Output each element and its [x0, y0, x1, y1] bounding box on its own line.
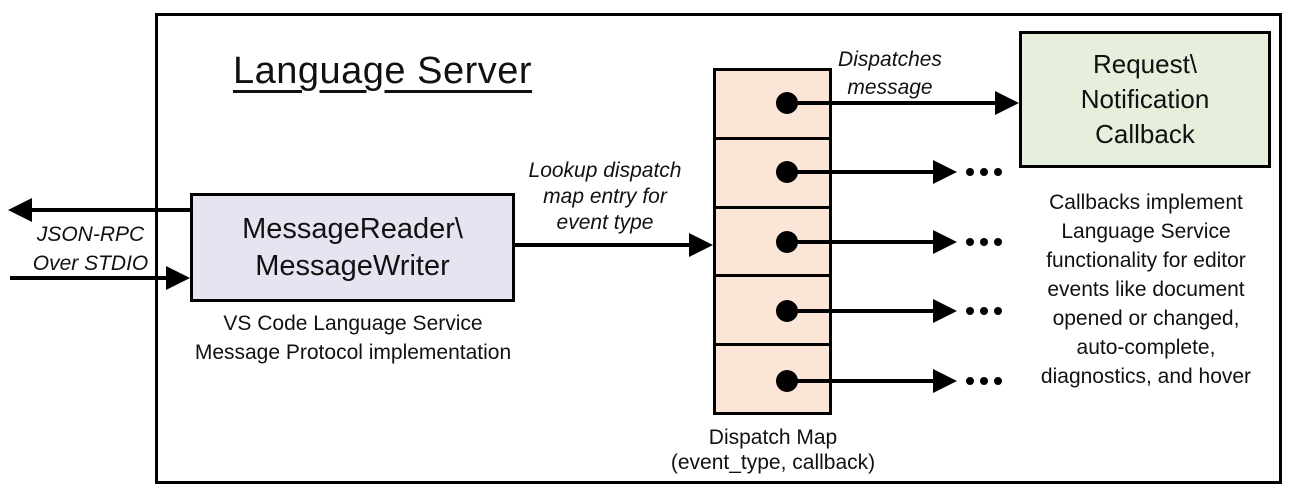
arrow-shaft — [515, 243, 690, 247]
callback-caption: Callbacks implement Language Service fun… — [1040, 191, 1252, 388]
dispatch-map-cell — [716, 277, 829, 347]
left-arrowhead-icon — [8, 198, 32, 222]
arrow-shaft — [10, 276, 167, 280]
diagram-title: Language Server — [233, 50, 533, 92]
ellipsis-icon — [966, 377, 1002, 385]
message-reader-writer-node: MessageReader\ MessageWriter — [190, 193, 515, 302]
message-reader-caption: VS Code Language Service Message Protoco… — [194, 312, 512, 364]
ellipsis-icon — [966, 307, 1002, 315]
ellipsis-icon — [966, 238, 1002, 246]
right-arrowhead-icon — [166, 266, 190, 290]
arrow-shaft — [28, 208, 190, 212]
arrow-shaft — [786, 309, 934, 313]
right-arrowhead-icon — [689, 233, 713, 257]
dispatch-map-cell — [716, 71, 829, 140]
lookup-dispatch-label: Lookup dispatch map entry for event type — [528, 159, 682, 234]
language-server-boundary — [155, 13, 1282, 484]
dispatch-map-label: Dispatch Map (event_type, callback) — [670, 426, 876, 474]
right-arrowhead-icon — [933, 299, 957, 323]
arrow-shaft — [786, 170, 934, 174]
right-arrowhead-icon — [933, 369, 957, 393]
arrow-shaft — [786, 379, 934, 383]
ellipsis-icon — [966, 168, 1002, 176]
arrow-shaft — [786, 101, 997, 105]
dispatch-map-cell — [716, 209, 829, 278]
json-rpc-label: JSON-RPC Over STDIO — [32, 223, 149, 275]
right-arrowhead-icon — [933, 160, 957, 184]
dispatches-message-label: Dispatches message — [838, 48, 942, 99]
right-arrowhead-icon — [933, 230, 957, 254]
right-arrowhead-icon — [995, 91, 1019, 115]
callback-node: Request\ Notification Callback — [1019, 31, 1271, 168]
arrow-shaft — [786, 240, 934, 244]
dispatch-map-cell — [716, 140, 829, 209]
